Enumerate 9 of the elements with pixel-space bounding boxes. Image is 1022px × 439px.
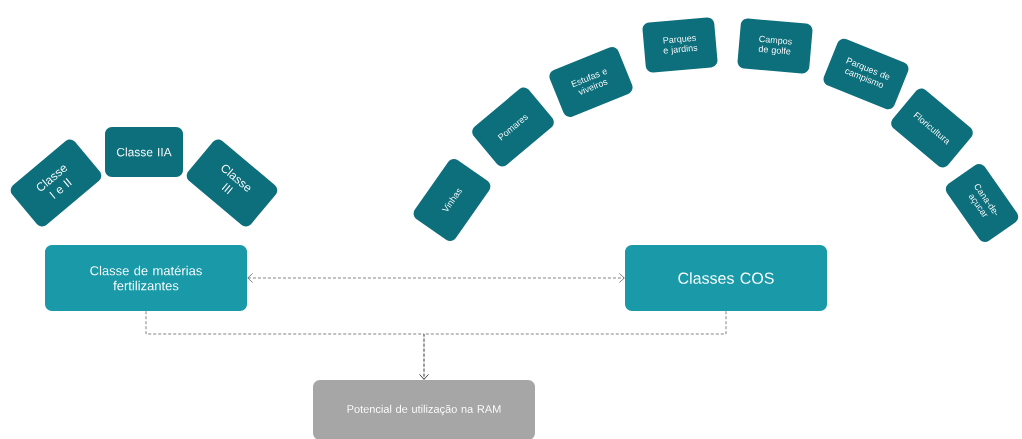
process-box: Classe de matérias fertilizantes [45, 245, 247, 311]
arrow [419, 310, 727, 380]
category-box: Estufas e viveiros [549, 47, 633, 117]
process-box: Classes COS [625, 245, 827, 311]
arrow [247, 273, 625, 283]
category-box: Classe IIA [105, 127, 183, 177]
result-box: Potencial de utilização na RAM [313, 380, 535, 439]
category-box: Campos de golfe [737, 18, 813, 74]
category-box: Parques e jardins [642, 17, 718, 73]
